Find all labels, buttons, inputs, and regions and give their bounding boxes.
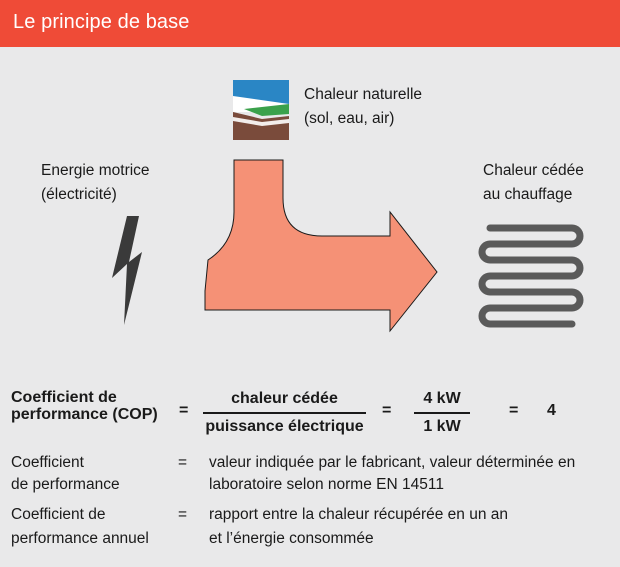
cop-label-line1: Coefficient de: [11, 389, 117, 406]
cop-numerator-value: 4 kW: [423, 390, 461, 407]
cop-numerator: chaleur cédée: [231, 390, 338, 407]
equals-sign: =: [382, 402, 392, 419]
definition-text: et l’énergie consommée: [209, 530, 374, 547]
header-bar: Le principe de base: [0, 0, 620, 47]
cop-result: 4: [547, 402, 556, 419]
radiator-coil-icon: [478, 224, 584, 328]
fraction-line: [203, 412, 366, 414]
fraction-line: [414, 412, 470, 414]
lightning-icon: [112, 216, 142, 325]
definition-text: valeur indiquée par le fabricant, valeur…: [209, 454, 576, 471]
definition-term: de performance: [11, 476, 120, 493]
heat-delivered-target: au chauffage: [483, 186, 573, 203]
natural-heat-label: Chaleur naturelle: [304, 86, 423, 103]
heat-delivered-label: Chaleur cédée: [483, 162, 584, 179]
equals-sign: =: [509, 402, 519, 419]
cop-denominator-value: 1 kW: [423, 418, 461, 435]
landscape-icon: [233, 80, 289, 140]
natural-heat-sources: (sol, eau, air): [304, 110, 395, 127]
heat-flow-arrow: [204, 159, 438, 333]
cop-denominator: puissance électrique: [205, 418, 364, 435]
cop-label-line2: performance (COP): [11, 406, 158, 423]
definition-equals: =: [178, 506, 188, 523]
definition-equals: =: [178, 454, 188, 471]
definition-term: Coefficient: [11, 454, 84, 471]
heat-pump-diagram: [112, 80, 584, 333]
header-title: Le principe de base: [13, 11, 190, 33]
drive-energy-label: Energie motrice: [41, 162, 150, 179]
definition-text: laboratoire selon norme EN 14511: [209, 476, 444, 493]
drive-energy-type: (électricité): [41, 186, 117, 203]
definition-term: performance annuel: [11, 530, 149, 547]
equals-sign: =: [179, 402, 189, 419]
definition-term: Coefficient de: [11, 506, 106, 523]
definition-text: rapport entre la chaleur récupérée en un…: [209, 506, 509, 523]
